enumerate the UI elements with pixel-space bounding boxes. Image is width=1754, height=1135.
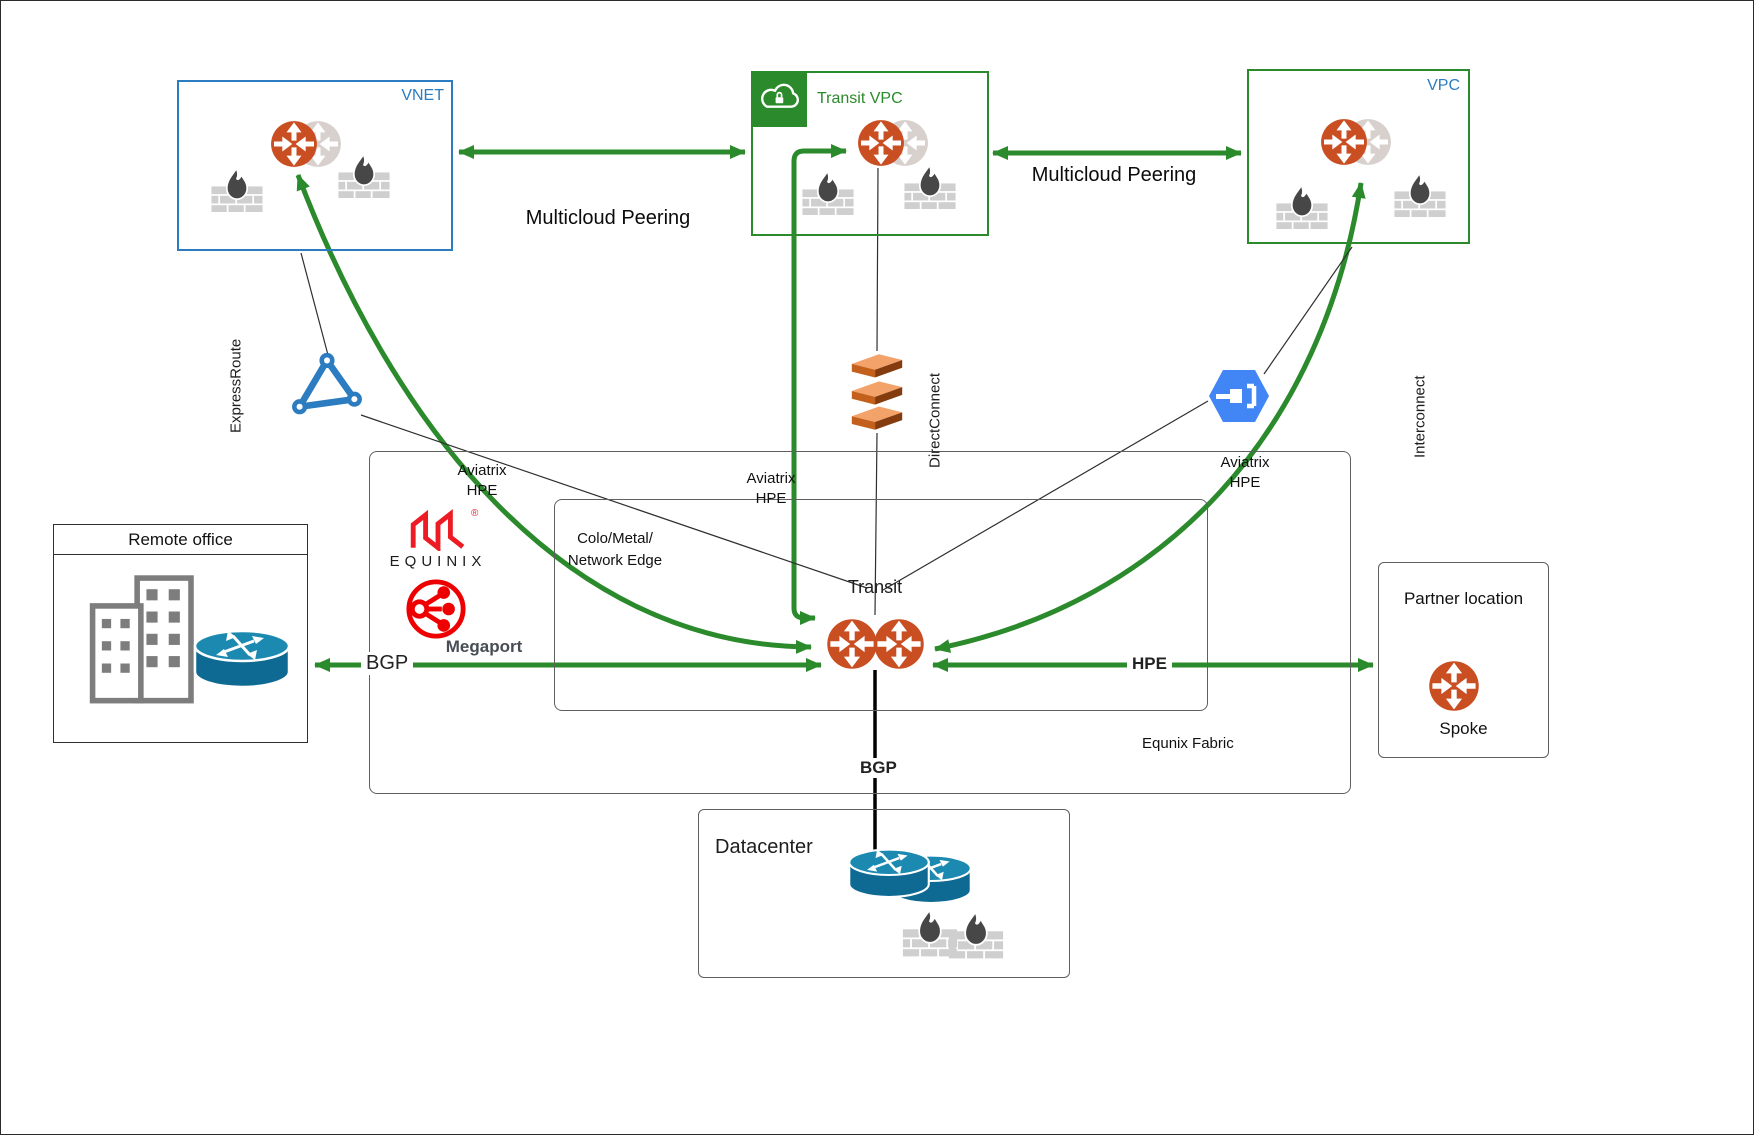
equinix-logo-icon — [407, 509, 469, 551]
transit-vpc-box: Transit VPC — [751, 71, 989, 236]
thin-expressroute-transit — [360, 414, 868, 589]
megaport-label: Megaport — [445, 637, 523, 656]
equinix-wordmark: EQUINIX — [389, 553, 487, 570]
bgp-bottom-label: BGP — [855, 758, 902, 778]
interconnect-label: Interconnect — [1411, 375, 1429, 459]
thin-vnet-expressroute — [300, 252, 329, 356]
equinix-registered-mark: ® — [471, 508, 479, 519]
firewall-icon — [337, 152, 391, 198]
expressroute-icon — [288, 351, 366, 419]
partner-location-title: Partner location — [1403, 589, 1524, 608]
transit-gateway-icon — [825, 617, 879, 671]
multicloud-peering-left-label: Multicloud Peering — [525, 207, 691, 229]
megaport-logo-icon — [405, 578, 467, 640]
thin-tvpc-directconnect — [876, 167, 879, 352]
expressroute-label: ExpressRoute — [227, 338, 245, 434]
datacenter-box: Datacenter — [698, 809, 1070, 978]
colo-metal-network-edge-box: Colo/Metal/ Network Edge — [554, 499, 1208, 711]
thin-directconnect-transit — [874, 432, 878, 616]
vpc-label: VPC — [1427, 77, 1460, 94]
equinix-fabric-label: Equnix Fabric — [1142, 735, 1234, 752]
firewall-icon — [1275, 183, 1329, 229]
curve-transit-to-vpc — [934, 182, 1366, 653]
transit-label: Transit — [847, 577, 903, 597]
hpe-line-label: HPE — [1127, 654, 1172, 674]
direct-connect-icon — [846, 349, 908, 433]
firewall-icon — [801, 169, 855, 215]
aviatrix-hpe-left-label: Aviatrix HPE — [457, 462, 507, 499]
firewall-icon — [948, 909, 1004, 959]
spoke-gateway-icon — [1427, 659, 1481, 713]
multicloud-peering-right-label: Multicloud Peering — [1031, 164, 1197, 186]
vnet-label: VNET — [401, 87, 444, 104]
vpc-box: VPC — [1247, 69, 1470, 244]
remote-office-title: Remote office — [54, 525, 307, 555]
colo-label: Colo/Metal/ Network Edge — [567, 530, 663, 569]
aviatrix-hpe-mid-label: Aviatrix HPE — [746, 470, 796, 507]
remote-office-box: Remote office — [53, 524, 308, 743]
thin-interconnect-transit — [882, 400, 1209, 591]
aviatrix-gateway-icon — [269, 119, 319, 169]
datacenter-title: Datacenter — [715, 836, 813, 858]
firewall-icon — [210, 166, 264, 212]
router-icon — [192, 621, 292, 701]
transit-gateway-icon — [872, 617, 926, 671]
partner-location-box: Partner location Spoke — [1378, 562, 1549, 758]
aviatrix-gateway-icon — [1319, 117, 1369, 167]
thin-vpc-interconnect — [1263, 246, 1353, 375]
curve-transit-to-vnet — [295, 174, 812, 654]
vnet-box: VNET — [177, 80, 453, 251]
firewall-icon — [1393, 171, 1447, 217]
interconnect-icon — [1207, 367, 1271, 425]
aviatrix-hpe-right-label: Aviatrix HPE — [1220, 454, 1270, 491]
aviatrix-gateway-icon — [856, 118, 906, 168]
transit-vpc-label: Transit VPC — [817, 90, 903, 107]
directconnect-label: DirectConnect — [926, 372, 944, 468]
line-transit-vpc-drop — [791, 144, 847, 625]
cloud-lock-icon — [756, 76, 802, 122]
bgp-left-label: BGP — [361, 652, 414, 675]
router-icon — [843, 842, 935, 908]
firewall-icon — [903, 163, 957, 209]
spoke-label: Spoke — [1439, 719, 1488, 738]
secure-cloud-badge — [751, 71, 807, 127]
